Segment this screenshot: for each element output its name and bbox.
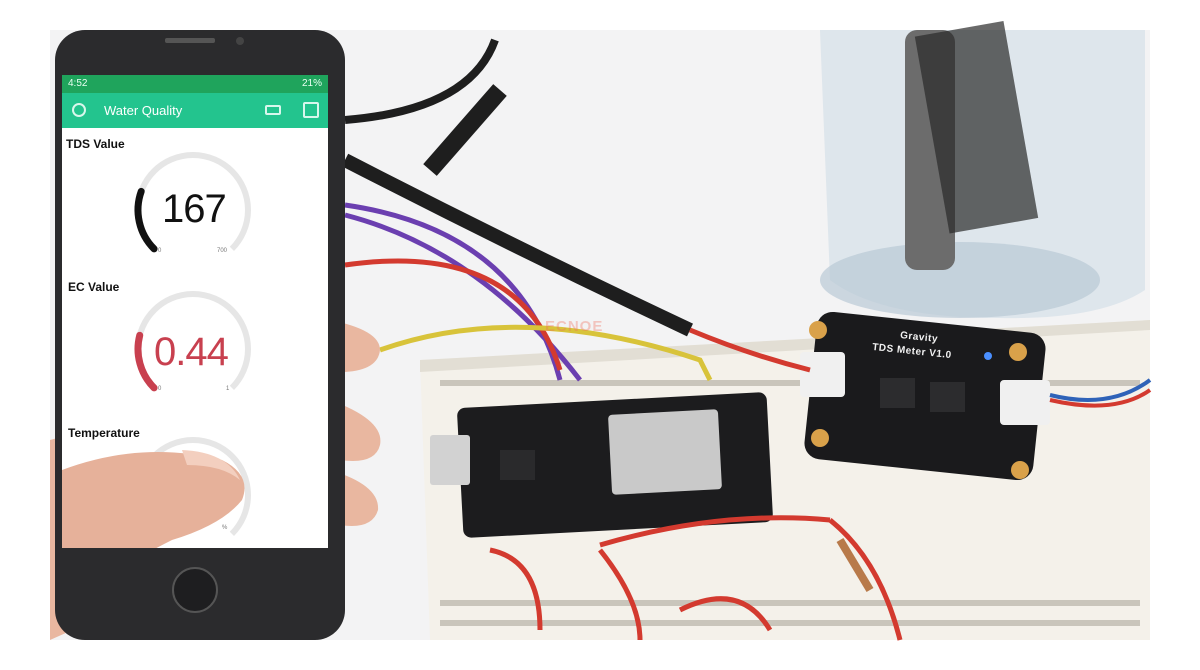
- gauge-max-temperature: %: [222, 525, 228, 531]
- watermark-text: ECNOE: [545, 318, 604, 335]
- gauge-label-tds: TDS Value: [66, 137, 125, 151]
- ec-gauge: [134, 291, 251, 392]
- square-icon[interactable]: [303, 102, 319, 118]
- battery-icon[interactable]: [265, 105, 281, 115]
- gauge-max-ec: 1: [226, 386, 230, 392]
- gauge-min-tds: 0: [158, 248, 162, 254]
- gauge-value-ec: 0.44: [154, 330, 229, 374]
- gauge-label-ec: EC Value: [68, 280, 120, 294]
- tds-gauge: [134, 152, 251, 253]
- status-time: 4:52: [68, 78, 88, 89]
- app-bar: Water Quality: [62, 93, 328, 128]
- phone-screen: 4:52 21% Water Quality TDS Value 167 0 7…: [62, 75, 328, 548]
- gauge-fill: [134, 187, 158, 253]
- status-battery: 21%: [301, 78, 322, 89]
- gauge-value-tds: 167: [162, 187, 227, 231]
- gauge-fill: [134, 331, 158, 392]
- gauge-min-ec: 0: [158, 386, 162, 392]
- app-title: Water Quality: [104, 103, 183, 118]
- thumb: [62, 450, 245, 548]
- gauge-max-tds: 700: [217, 248, 228, 254]
- dashboard-icon[interactable]: [72, 103, 86, 117]
- gauge-label-temperature: Temperature: [68, 426, 140, 440]
- status-bar: 4:52 21%: [62, 75, 328, 93]
